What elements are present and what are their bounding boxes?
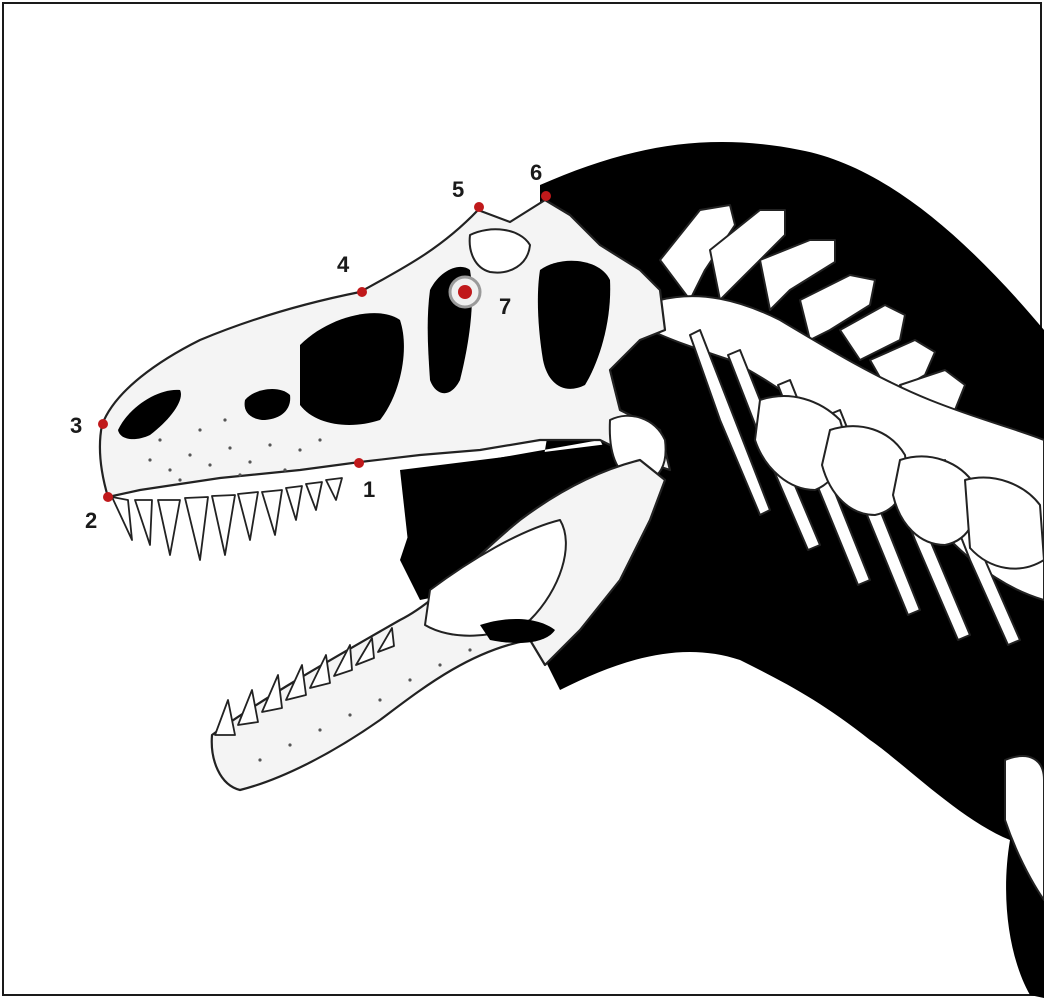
landmark-4-label: 4: [337, 252, 350, 277]
landmark-6-label: 6: [530, 160, 542, 185]
landmark-6-dot: [541, 191, 551, 201]
landmark-7-label: 7: [499, 294, 511, 319]
landmark-2-dot: [103, 492, 113, 502]
landmark-7-dot: [458, 285, 472, 299]
landmark-5-dot: [474, 202, 484, 212]
landmark-1-dot: [354, 458, 364, 468]
landmark-3-label: 3: [70, 413, 82, 438]
landmark-4-dot: [357, 287, 367, 297]
landmark-5-label: 5: [452, 177, 464, 202]
landmark-3-dot: [98, 419, 108, 429]
landmark-2-label: 2: [85, 508, 97, 533]
landmark-1-label: 1: [363, 477, 375, 502]
